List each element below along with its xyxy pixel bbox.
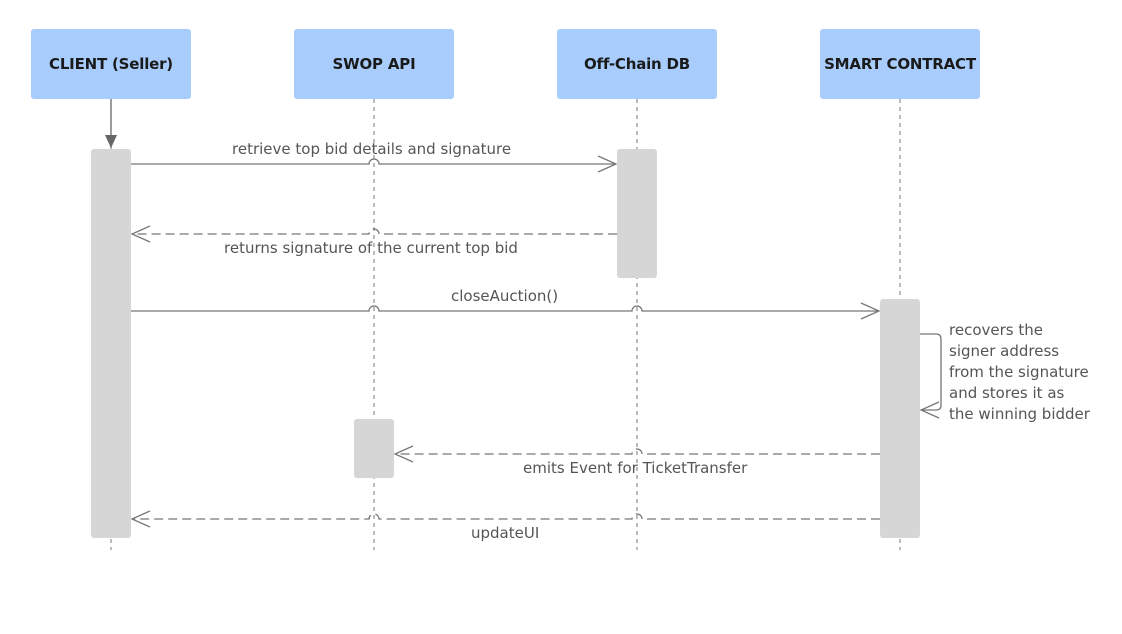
message-label-2: returns signature of the current top bid (224, 239, 518, 257)
participant-label: CLIENT (Seller) (49, 55, 173, 73)
note-line: recovers the (949, 321, 1043, 339)
message-label-5: emits Event for TicketTransfer (523, 459, 748, 477)
note-line: the winning bidder (949, 405, 1090, 423)
message-label-6: updateUI (471, 524, 540, 542)
message-arrow-5 (395, 449, 880, 454)
self-message-note: recovers the signer address from the sig… (949, 320, 1090, 425)
participant-swop-api: SWOP API (294, 29, 454, 99)
activation-contract (880, 299, 920, 538)
participant-off-chain-db: Off-Chain DB (557, 29, 717, 99)
participant-label: SMART CONTRACT (824, 55, 976, 73)
activation-client (91, 149, 131, 538)
activation-api (354, 419, 394, 478)
participant-client: CLIENT (Seller) (31, 29, 191, 99)
note-line: and stores it as (949, 384, 1065, 402)
participant-label: Off-Chain DB (583, 55, 691, 73)
message-arrow-6 (132, 514, 880, 519)
message-label-1: retrieve top bid details and signature (232, 140, 512, 158)
self-message-arrow (920, 333, 942, 410)
activation-db (617, 149, 657, 278)
participant-smart-contract: SMART CONTRACT (820, 29, 980, 99)
message-arrow-1 (131, 159, 616, 164)
message-label-3: closeAuction() (451, 287, 559, 305)
message-arrow-2 (132, 229, 617, 234)
note-line: from the signature (949, 363, 1089, 381)
message-arrow-3 (131, 306, 879, 311)
note-line: signer address (949, 342, 1060, 360)
participant-label: SWOP API (332, 55, 416, 73)
